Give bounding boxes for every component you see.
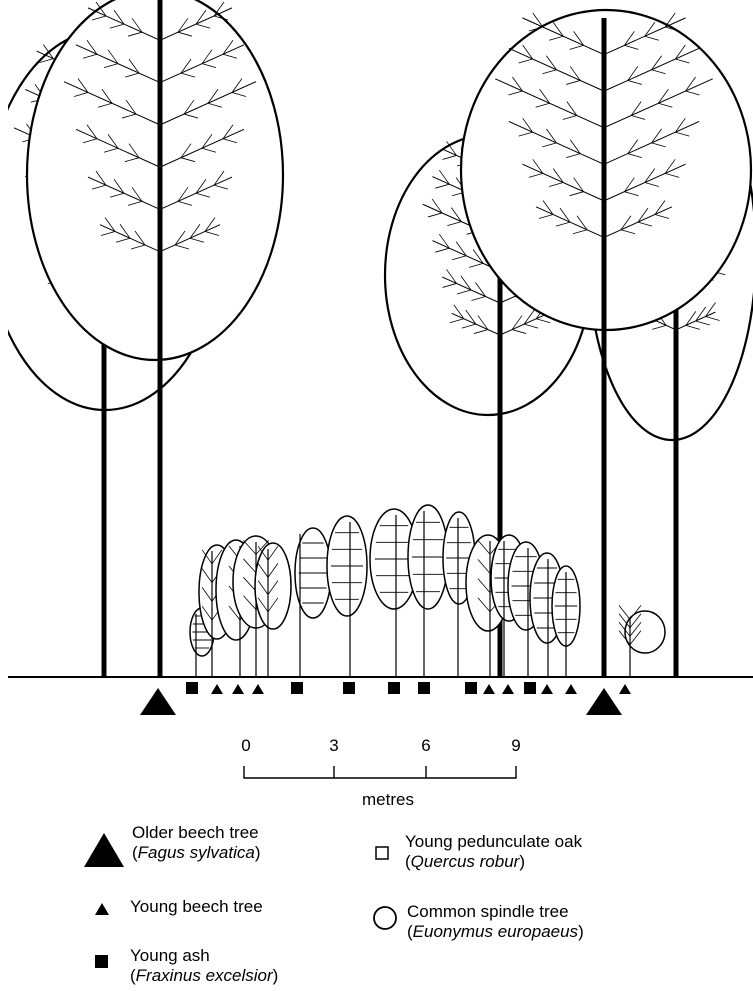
tree-canopy-layer <box>0 0 753 677</box>
older-beech-marker <box>140 688 176 715</box>
young-ash-marker <box>343 682 355 694</box>
young-ash-marker <box>524 682 536 694</box>
young-tree-7 <box>327 516 367 677</box>
legend-older-beech: Older beech tree (Fagus sylvatica) <box>82 823 261 869</box>
scale-tick-3: 3 <box>329 736 338 755</box>
young-tree-9 <box>408 505 448 677</box>
legend-young-beech: Young beech tree <box>92 897 263 918</box>
young-ash-marker <box>465 682 477 694</box>
legend-older-beech-name: Older beech tree <box>132 823 261 843</box>
open-square-icon <box>373 844 393 864</box>
legend-spindle: Common spindle tree (Euonymus europaeus) <box>371 902 584 942</box>
young-beech-marker <box>232 684 244 694</box>
legend-young-oak-name: Young pedunculate oak <box>405 832 582 852</box>
legend-spindle-latin: Euonymus europaeus <box>413 922 578 941</box>
scale-tick-0: 0 <box>241 736 250 755</box>
scale-unit-label: metres <box>362 790 414 809</box>
young-tree-6 <box>295 528 331 677</box>
legend-young-beech-name: Young beech tree <box>130 897 263 917</box>
young-ash-marker <box>418 682 430 694</box>
open-circle-icon <box>371 904 399 932</box>
young-tree-15 <box>552 566 580 677</box>
legend-young-ash-latin: Fraxinus excelsior <box>136 966 273 985</box>
scale-bar: 0 3 6 9 metres <box>241 736 520 809</box>
small-triangle-icon <box>92 900 112 918</box>
filled-square-icon <box>92 952 112 972</box>
young-tree-16 <box>619 605 665 677</box>
young-beech-marker <box>502 684 514 694</box>
scale-tick-9: 9 <box>511 736 520 755</box>
legend-young-ash: Young ash (Fraxinus excelsior) <box>92 946 278 986</box>
young-beech-marker <box>252 684 264 694</box>
young-beech-marker <box>541 684 553 694</box>
young-ash-marker <box>186 682 198 694</box>
young-ash-marker <box>388 682 400 694</box>
large-triangle-icon <box>82 829 126 869</box>
ground-markers <box>140 682 631 715</box>
scale-tick-6: 6 <box>421 736 430 755</box>
older-beech-marker <box>586 688 622 715</box>
legend-spindle-name: Common spindle tree <box>407 902 584 922</box>
young-ash-marker <box>291 682 303 694</box>
legend-young-ash-name: Young ash <box>130 946 278 966</box>
young-beech-marker <box>565 684 577 694</box>
young-beech-marker <box>483 684 495 694</box>
young-beech-marker <box>619 684 631 694</box>
legend-young-oak-latin: Quercus robur <box>411 852 520 871</box>
young-tree-5 <box>255 543 291 677</box>
legend-young-oak: Young pedunculate oak (Quercus robur) <box>373 832 582 872</box>
young-beech-marker <box>211 684 223 694</box>
legend-older-beech-latin: Fagus sylvatica <box>138 843 255 862</box>
